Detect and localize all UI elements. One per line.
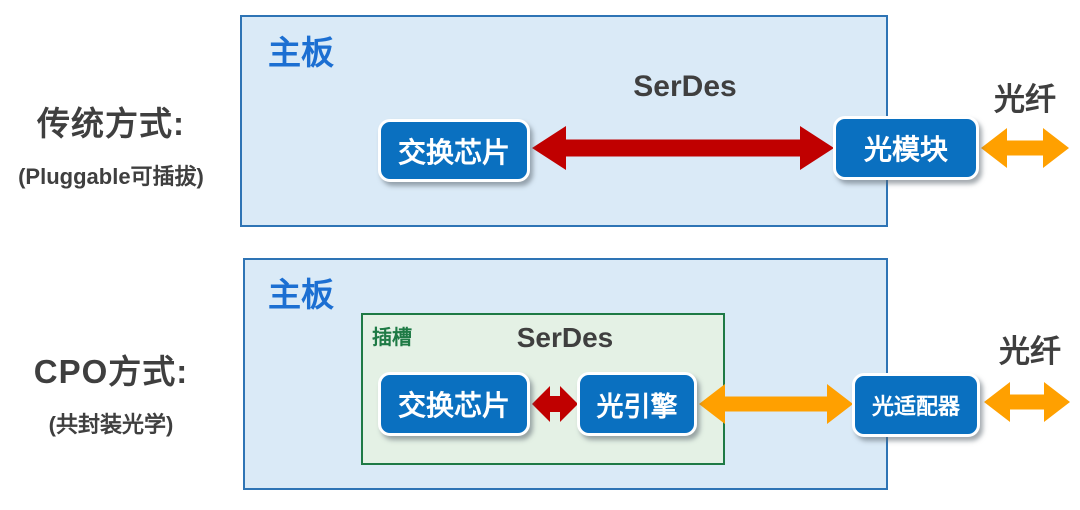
- fiber-label-cpo: 光纤: [999, 334, 1061, 369]
- method-label-traditional: 传统方式: (Pluggable可插拔): [0, 97, 222, 191]
- node-label: 交换芯片: [397, 136, 510, 168]
- mainboard-label: 主板: [268, 34, 334, 71]
- method-label-cpo: CPO方式: (共封装光学): [0, 345, 222, 439]
- node-label: 交换芯片: [397, 390, 510, 421]
- mainboard-label: 主板: [268, 276, 334, 313]
- optical-arrow-engine-adapter: [699, 384, 853, 424]
- fiber-label-traditional: 光纤: [994, 82, 1056, 117]
- mainboard-traditional: [240, 15, 888, 227]
- serdes-electrical-arrow-short: [532, 386, 578, 422]
- fiber-optical-arrow: [981, 128, 1069, 168]
- node-switch-chip-traditional: 交换芯片: [378, 119, 530, 182]
- node-label: 光适配器: [871, 394, 960, 419]
- serdes-label-traditional: SerDes: [633, 70, 737, 103]
- node-optical-engine: 光引擎: [577, 372, 697, 436]
- method-subtitle: (Pluggable可插拔): [18, 164, 204, 189]
- method-subtitle: (共封装光学): [48, 412, 174, 437]
- node-optical-adapter: 光适配器: [852, 373, 980, 437]
- method-title: CPO方式:: [33, 353, 189, 390]
- slot-label: 插槽: [372, 327, 412, 349]
- serdes-label-cpo: SerDes: [516, 322, 614, 353]
- node-label: 光引擎: [596, 391, 678, 422]
- node-switch-chip-cpo: 交换芯片: [378, 372, 530, 436]
- node-label: 光模块: [863, 134, 948, 165]
- method-title: 传统方式:: [37, 105, 185, 142]
- node-optical-module: 光模块: [833, 116, 979, 180]
- serdes-electrical-arrow: [532, 126, 834, 170]
- fiber-optical-arrow-cpo: [984, 382, 1070, 422]
